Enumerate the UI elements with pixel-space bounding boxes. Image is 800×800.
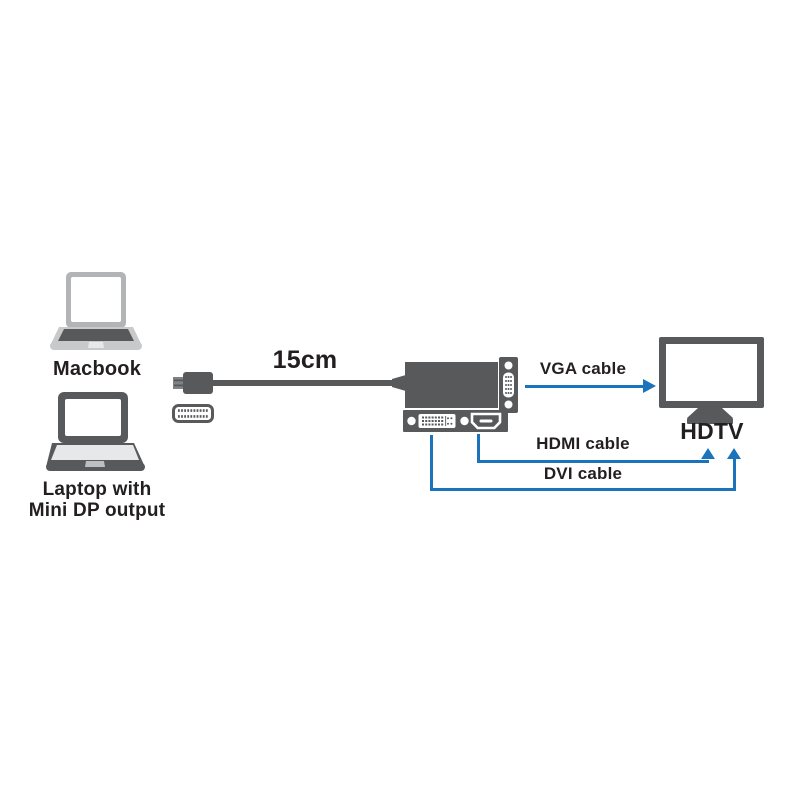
- macbook-icon: [50, 272, 142, 350]
- screw-hole-icon: [460, 416, 469, 426]
- hdtv-icon: [659, 337, 764, 424]
- adapter-cable: [208, 380, 400, 386]
- laptop-label: Laptop with Mini DP output: [7, 479, 187, 522]
- dvi-port-icon: [418, 414, 456, 428]
- laptop-label-line1: Laptop with: [42, 479, 152, 500]
- screw-hole-icon: [407, 416, 416, 426]
- hdmi-cable-label: HDMI cable: [536, 434, 630, 453]
- dvi-cable-label: DVI cable: [543, 464, 623, 483]
- cable-strain-relief: [392, 374, 408, 392]
- dvi-arrow-up-icon: [727, 448, 741, 459]
- dvi-cable-line: [430, 435, 433, 491]
- mini-dp-plug-icon: [173, 372, 213, 394]
- adapter-icon: [405, 362, 498, 408]
- hdmi-port-icon: [470, 412, 502, 430]
- vga-port-icon: [499, 357, 518, 413]
- laptop-icon: [46, 392, 145, 471]
- mini-dp-connector-icon: [172, 404, 214, 423]
- vga-cable-label: VGA cable: [539, 359, 627, 378]
- hdmi-cable-line: [477, 434, 480, 463]
- laptop-label-line2: Mini DP output: [28, 500, 166, 522]
- dvi-cable-line: [733, 458, 736, 490]
- adapter-bottom-panel: [403, 410, 508, 432]
- dvi-cable-line: [430, 488, 736, 491]
- vga-arrow-right-icon: [643, 379, 656, 393]
- macbook-label: Macbook: [52, 358, 142, 380]
- hdmi-arrow-up-icon: [701, 448, 715, 459]
- cable-length-label: 15cm: [272, 346, 338, 374]
- vga-cable-line: [525, 385, 645, 388]
- hdmi-cable-line: [477, 460, 709, 463]
- hdtv-label: HDTV: [680, 418, 744, 444]
